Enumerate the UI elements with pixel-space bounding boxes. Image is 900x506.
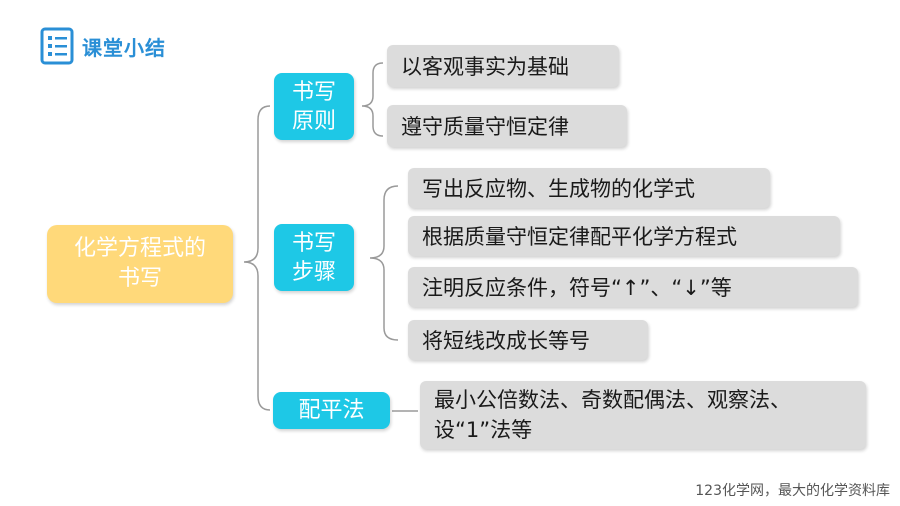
step-item-4: 将短线改成长等号 [408,320,648,360]
footer-watermark: 123化学网，最大的化学资料库 [695,483,890,499]
checklist-icon [40,27,74,65]
step-item-1: 写出反应物、生成物的化学式 [408,168,770,208]
balancing-item-line1: 最小公倍数法、奇数配偶法、观察法、 [434,388,791,412]
branch2-label-line1: 书写 [291,230,336,256]
root-brace [243,105,271,411]
branch2-brace [369,185,399,341]
root-label-line2: 书写 [117,266,162,291]
balancing-item-line2: 设“1”法等 [434,418,533,442]
step-item-2: 根据质量守恒定律配平化学方程式 [408,216,840,256]
branch2-label-line2: 步骤 [291,259,336,285]
branch1-brace [361,62,384,137]
principle-item-2: 遵守质量守恒定律 [387,105,627,147]
root-node: 化学方程式的 书写 [47,225,233,303]
branch1-label-line2: 原则 [291,108,336,134]
branch-writing-principles: 书写 原则 [274,73,354,140]
root-label-line1: 化学方程式的 [73,236,206,261]
step-item-3: 注明反应条件，符号“↑”、“↓”等 [408,267,858,307]
slide-header: 课堂小结 [40,24,166,68]
slide-title: 课堂小结 [82,35,166,60]
branch-writing-steps: 书写 步骤 [274,224,354,291]
principle-item-1: 以客观事实为基础 [387,45,619,87]
branch-balancing-methods: 配平法 [273,392,390,429]
branch1-label-line1: 书写 [291,79,336,105]
balancing-item: 最小公倍数法、奇数配偶法、观察法、 设“1”法等 [420,381,866,449]
